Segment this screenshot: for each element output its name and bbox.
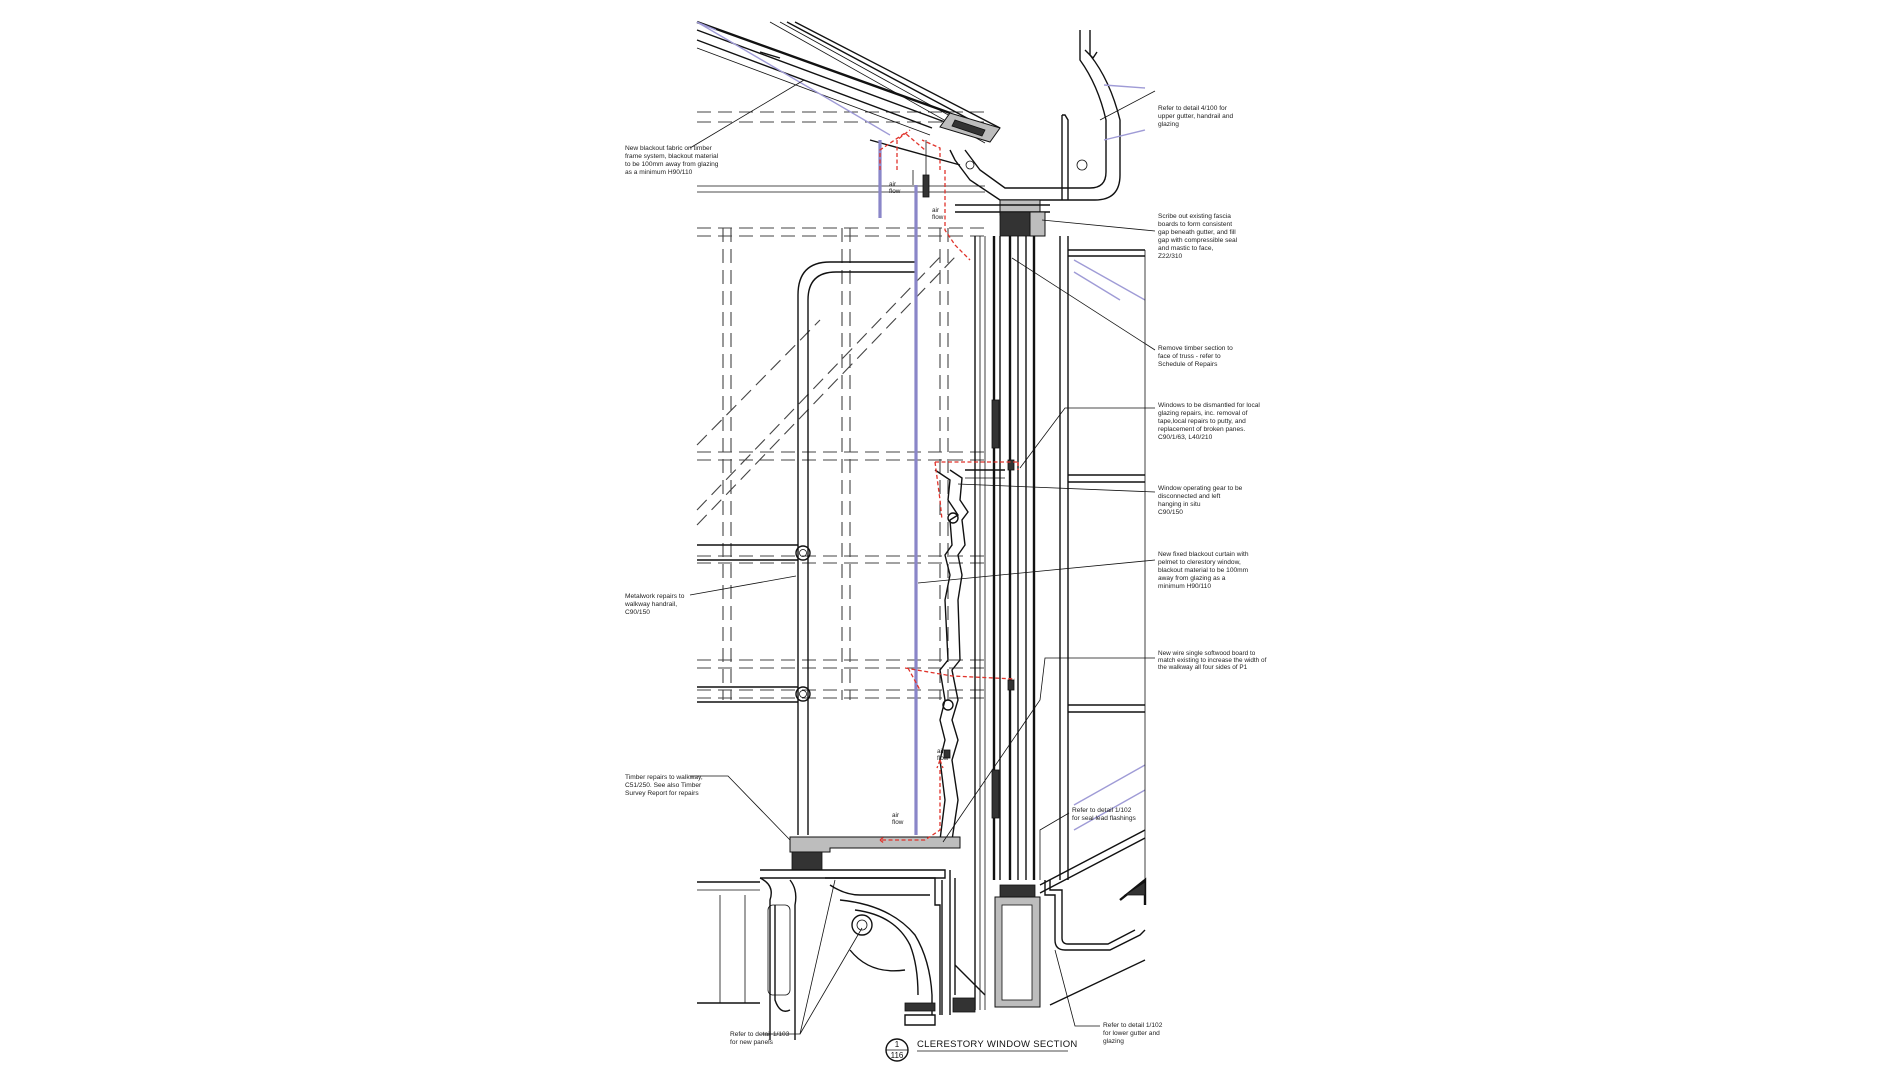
svg-text:flow: flow	[932, 214, 944, 221]
annotation-seal-flashings: Refer to detail 1/102 for seal lead flas…	[1072, 807, 1136, 822]
note-line: Windows to be dismantled for local	[1158, 402, 1260, 409]
note-line: Timber repairs to walkway,	[625, 774, 703, 781]
svg-text:air: air	[892, 812, 900, 819]
note-line: C90/150	[1158, 509, 1183, 516]
note-line: Z22/310	[1158, 253, 1183, 260]
note-line: C90/150	[625, 609, 650, 616]
airflow-label: air flow	[892, 812, 904, 826]
note-line: Survey Report for repairs	[625, 790, 699, 797]
note-line: as a minimum H90/110	[625, 169, 693, 176]
note-line: for seal lead flashings	[1072, 815, 1136, 822]
detail-number: 1	[895, 1040, 900, 1049]
window-operating-gear	[934, 469, 1005, 841]
note-line: upper gutter, handrail and	[1158, 113, 1233, 120]
note-line: to be 100mm away from glazing	[625, 161, 719, 168]
note-line: replacement of broken panes.	[1158, 426, 1245, 433]
note-line: face of truss - refer to	[1158, 353, 1221, 360]
note-line: glazing	[1103, 1038, 1124, 1045]
note-line: Refer to detail 1/102	[1072, 807, 1132, 814]
note-line: Scribe out existing fascia	[1158, 213, 1231, 220]
upper-roof-glazing	[696, 20, 1001, 166]
blackout-curtain	[696, 21, 930, 835]
annotation-softwood-board: New wire single softwood board to match …	[1158, 650, 1267, 671]
annotation-fascia: Scribe out existing fascia boards to for…	[1158, 213, 1238, 260]
airflow-label: air flow	[937, 748, 949, 762]
note-line: boards to form consistent	[1158, 221, 1232, 228]
note-line: Refer to detail 1/102	[1103, 1022, 1163, 1029]
note-line: blackout material to be 100mm	[1158, 567, 1249, 574]
annotation-operating-gear: Window operating gear to be disconnected…	[1158, 485, 1243, 516]
annotation-timber-section: Remove timber section to face of truss -…	[1158, 345, 1233, 368]
note-line: disconnected and left	[1158, 493, 1220, 500]
note-line: away from glazing as a	[1158, 575, 1226, 582]
annotation-windows: Windows to be dismantled for local glazi…	[1158, 402, 1260, 441]
annotation-blackout-fabric: New blackout fabric on timber frame syst…	[625, 145, 719, 176]
upper-gutter	[949, 30, 1146, 216]
svg-text:flow: flow	[889, 188, 901, 195]
airflow-label: air flow	[932, 207, 944, 221]
svg-text:air: air	[889, 181, 897, 188]
note-line: gap with compressible seal	[1158, 237, 1238, 244]
drawing-title: CLERESTORY WINDOW SECTION	[917, 1039, 1078, 1050]
sheet-number: 116	[891, 1051, 904, 1060]
annotation-upper-gutter: Refer to detail 4/100 for upper gutter, …	[1158, 105, 1233, 128]
svg-text:air: air	[937, 748, 945, 755]
note-line: New blackout fabric on timber	[625, 145, 713, 152]
note-line: hanging in situ	[1158, 501, 1201, 508]
note-line: Remove timber section to	[1158, 345, 1233, 352]
annotation-metalwork: Metalwork repairs to walkway handrail, C…	[624, 593, 685, 616]
svg-text:flow: flow	[892, 819, 904, 826]
note-line: Refer to detail 4/100 for	[1158, 105, 1228, 112]
note-line: C90/1/63, L40/210	[1158, 434, 1213, 441]
note-line: New fixed blackout curtain with	[1158, 551, 1249, 558]
annotation-new-panels: Refer to detail 1/103 for new panels	[730, 1031, 790, 1046]
annotation-lower-gutter: Refer to detail 1/102 for lower gutter a…	[1103, 1022, 1163, 1045]
note-line: for lower gutter and	[1103, 1030, 1160, 1037]
annotation-timber-repairs: Timber repairs to walkway, C51/250. See …	[625, 774, 703, 797]
walkway-floor-corbel	[697, 836, 986, 1040]
note-line: glazing	[1158, 121, 1179, 128]
note-line: glazing repairs, inc. removal of	[1158, 410, 1248, 417]
note-line: pelmet to clerestory window,	[1158, 559, 1241, 566]
note-line: Refer to detail 1/103	[730, 1031, 790, 1038]
note-line: New wire single softwood board to	[1158, 650, 1256, 657]
dashed-structure	[696, 111, 985, 700]
svg-text:flow: flow	[937, 755, 949, 762]
note-line: tape,local repairs to putty, and	[1158, 418, 1246, 425]
section-title: 1 116 CLERESTORY WINDOW SECTION	[885, 1038, 1078, 1062]
note-line: Window operating gear to be	[1158, 485, 1243, 492]
lower-gutter	[994, 829, 1147, 1008]
note-line: Metalwork repairs to	[625, 593, 685, 600]
note-line: match existing to increase the width of	[1158, 657, 1267, 664]
note-line: the walkway all four sides of P1	[1158, 664, 1248, 671]
svg-text:air: air	[932, 207, 940, 214]
walkway-handrail	[697, 261, 916, 835]
note-line: for new panels	[730, 1039, 774, 1046]
airflow-label: air flow	[889, 181, 901, 195]
note-line: Schedule of Repairs	[1158, 361, 1218, 368]
note-line: gap beneath gutter, and fill	[1158, 229, 1236, 236]
exterior-glazing	[1059, 236, 1146, 880]
note-line: minimum H90/110	[1158, 583, 1211, 590]
note-line: and mastic to face,	[1158, 245, 1214, 252]
clerestory-window-frame	[974, 211, 1046, 1010]
note-line: walkway handrail,	[624, 601, 677, 608]
note-line: frame system, blackout material	[625, 153, 719, 160]
leader-lines	[689, 79, 1156, 1035]
airflow-arrows	[879, 129, 1019, 845]
note-line: C51/250. See also Timber	[625, 782, 702, 789]
annotation-blackout-curtain: New fixed blackout curtain with pelmet t…	[1158, 551, 1249, 590]
